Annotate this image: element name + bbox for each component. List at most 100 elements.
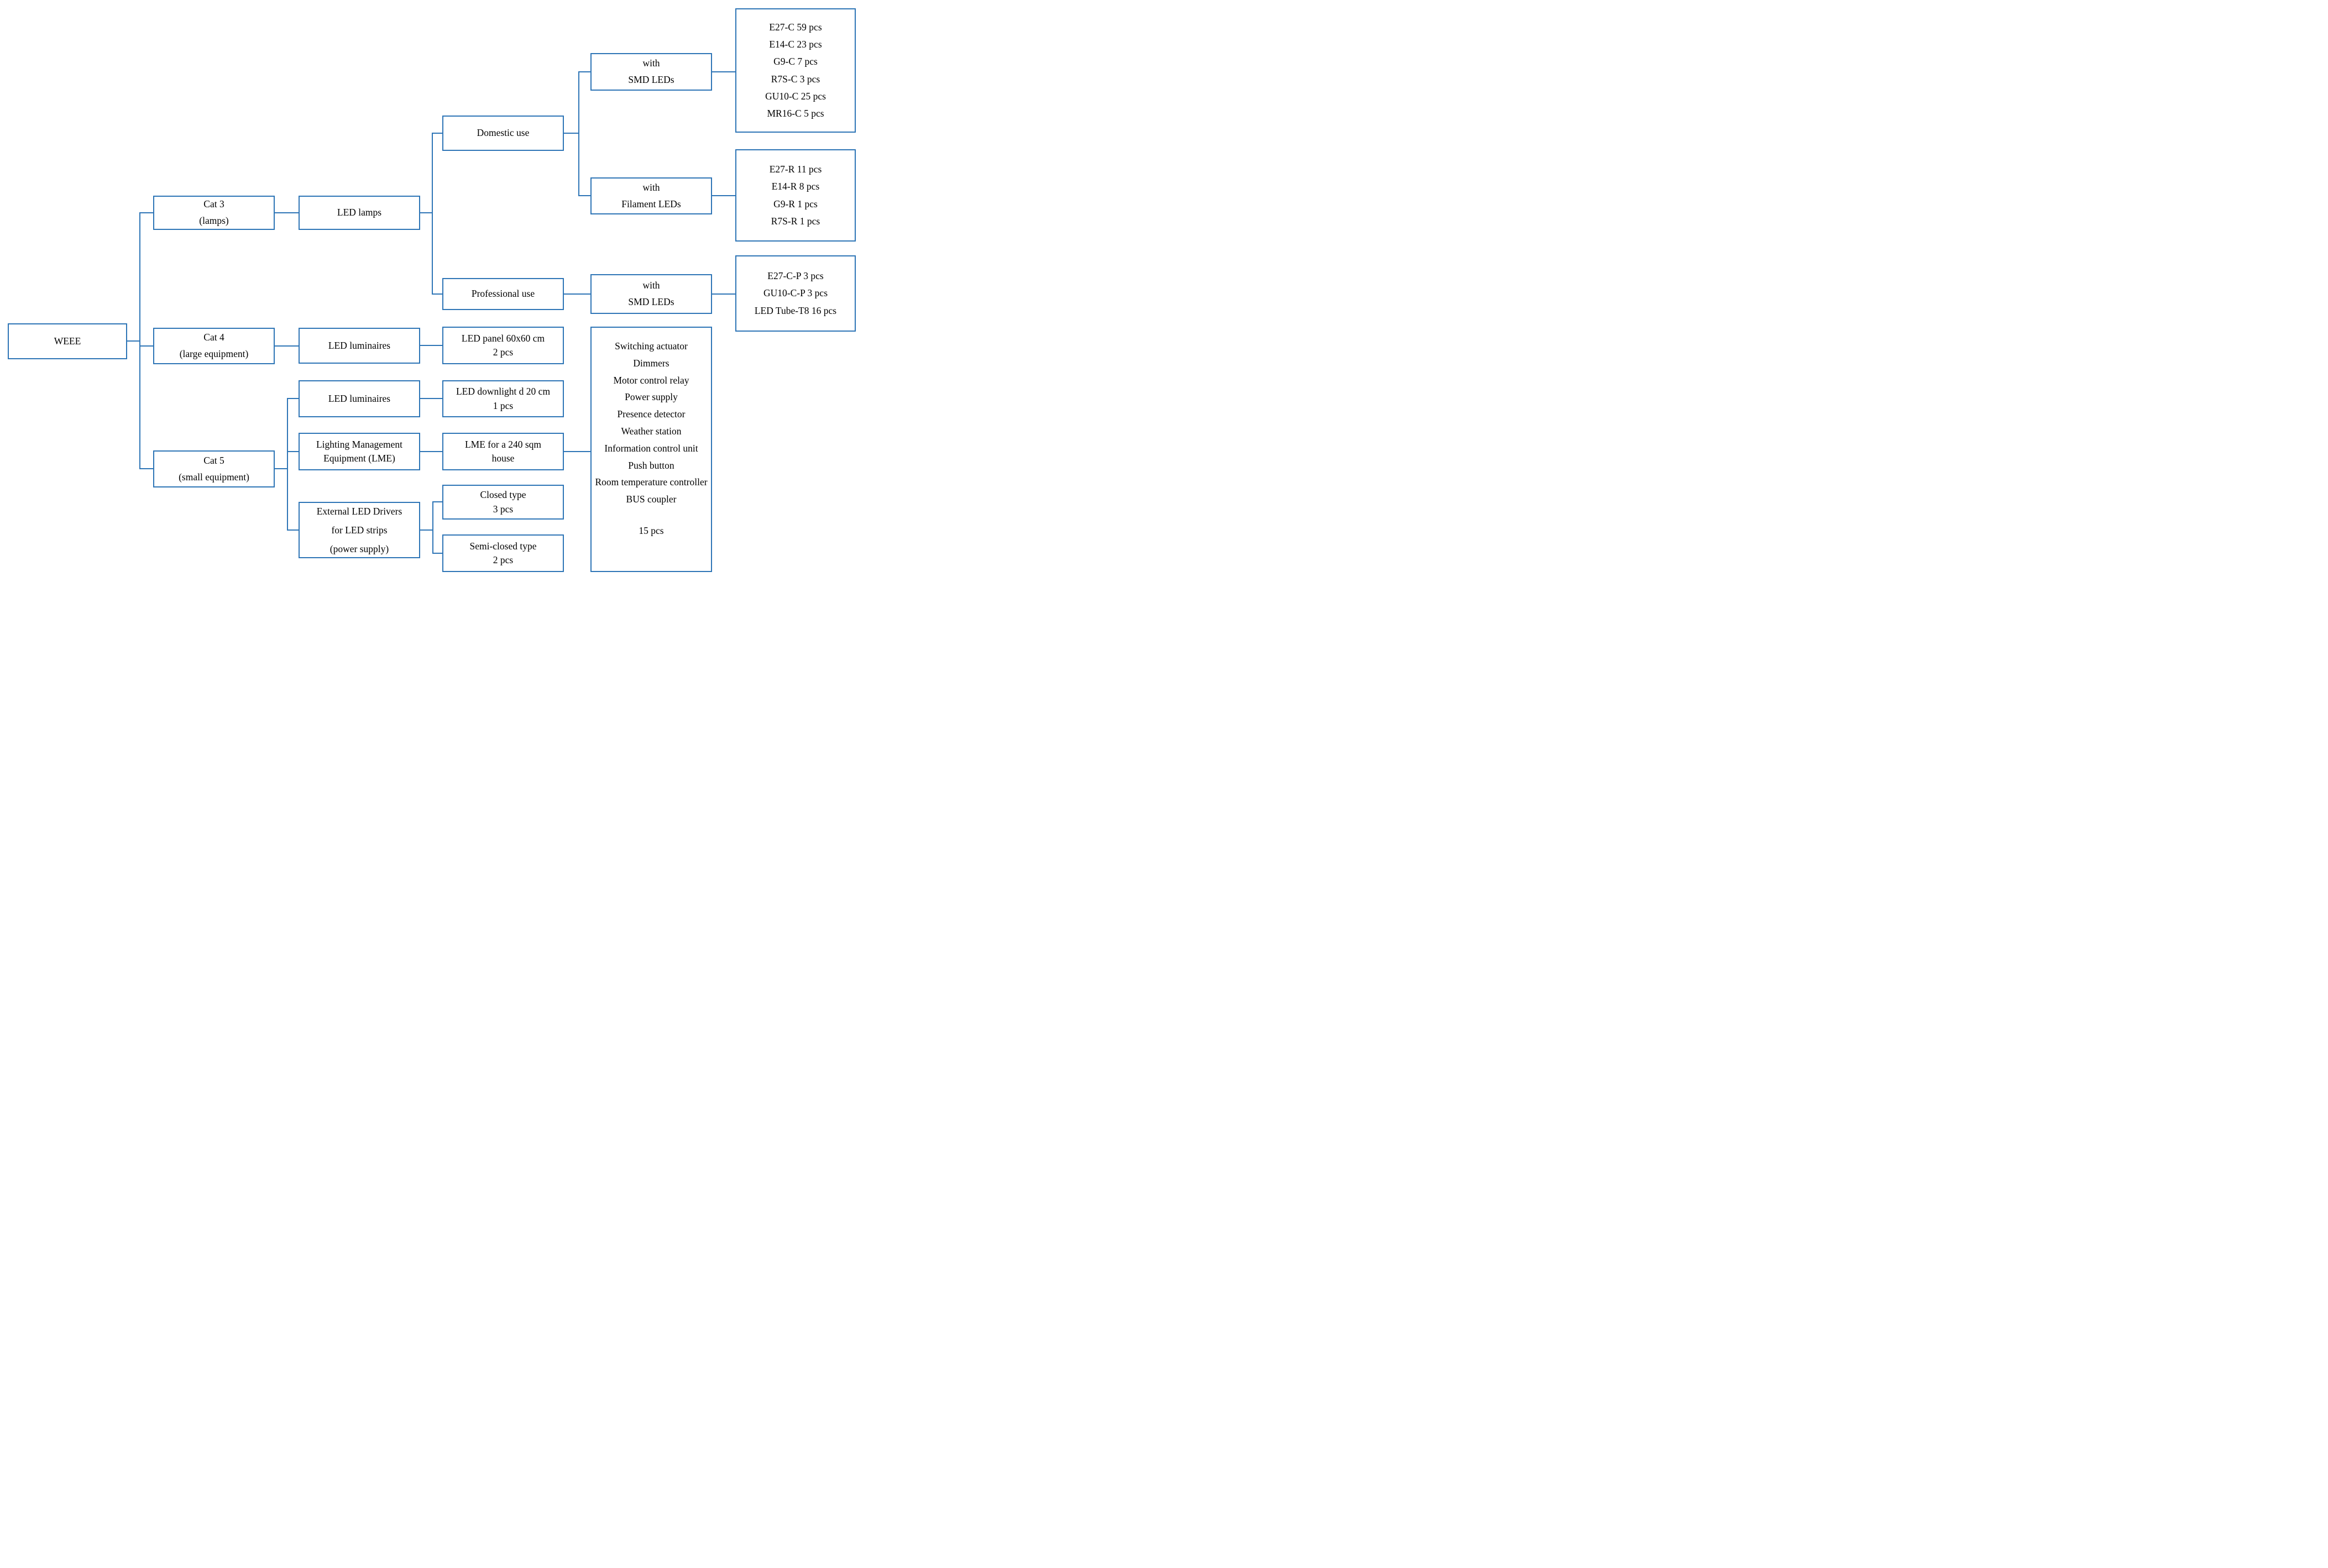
node-sublabel: Filament LEDs: [621, 198, 681, 209]
list-line: Power supply: [625, 391, 678, 403]
connector-trunk5: [432, 501, 433, 554]
list-line: Information control unit: [604, 442, 698, 454]
list-line: Dimmers: [633, 357, 669, 369]
connector-trunk1-cat4: [139, 345, 153, 347]
node-label: LME for a 240 sqm: [464, 438, 542, 450]
node-sublabel: SMD LEDs: [628, 296, 674, 307]
node-domestic-use: Domestic use: [442, 116, 564, 151]
connector-lmehouse-components: [564, 451, 590, 452]
list-line: Presence detector: [617, 408, 686, 420]
list-line: E14-C 23 pcs: [769, 39, 822, 50]
list-line: Switching actuator: [615, 340, 688, 352]
node-lme-house: LME for a 240 sqm house: [442, 433, 564, 470]
node-label: LED lamps: [337, 207, 382, 218]
list-line: LED Tube-T8 16 pcs: [754, 305, 837, 316]
node-sublabel: Equipment (LME): [323, 453, 395, 464]
lme-components-count: 15 pcs: [639, 525, 664, 536]
node-label: with: [642, 57, 660, 69]
node-label: Domestic use: [477, 127, 530, 139]
node-sublabel: (small equipment): [179, 471, 249, 483]
connector-filament-e27r-list: [712, 195, 735, 196]
connector-lme-lmehouse: [420, 451, 442, 452]
node-label: Cat 3: [203, 198, 224, 210]
node-sublabel: SMD LEDs: [628, 74, 674, 85]
node-sublabel: house: [491, 453, 515, 464]
node-label: Semi-closed type: [469, 540, 537, 552]
list-line: R7S-C 3 pcs: [771, 73, 820, 85]
connector-trunk1-cat5: [139, 468, 153, 469]
connector-trunk3: [578, 71, 579, 196]
node-professional-use: Professional use: [442, 278, 564, 310]
node-label: Closed type: [480, 489, 526, 501]
node-led-panel: LED panel 60x60 cm 2 pcs: [442, 327, 564, 364]
node-label: with: [642, 280, 660, 291]
list-line: Motor control relay: [613, 374, 689, 386]
list-line: E27-R 11 pcs: [769, 164, 822, 175]
node-count: 1 pcs: [493, 400, 514, 411]
list-line: Room temperature controller: [595, 476, 708, 488]
connector-cat3-ledlamps: [275, 212, 299, 213]
connector-trunk1-cat3: [139, 212, 153, 213]
connector-trunk1: [139, 212, 140, 469]
connector-weee-trunk1: [127, 340, 140, 342]
list-line: E14-R 8 pcs: [771, 181, 820, 192]
node-count: 2 pcs: [493, 347, 514, 358]
node-sublabel2: (power supply): [329, 543, 389, 555]
node-lighting-management-equipment: Lighting Management Equipment (LME): [299, 433, 420, 470]
list-line: E27-C 59 pcs: [769, 22, 822, 33]
weee-flowchart: WEEE Cat 3 (lamps) LED lamps Domestic us…: [0, 0, 858, 578]
connector-ledlamps-trunk2: [420, 212, 433, 213]
node-weee: WEEE: [8, 323, 127, 359]
connector-trunk3-smd: [578, 71, 590, 72]
node-led-lamps: LED lamps: [299, 196, 420, 230]
node-label: Lighting Management: [316, 438, 402, 450]
node-label: LED downlight d 20 cm: [456, 386, 551, 397]
connector-trunk4-lme: [287, 451, 299, 452]
node-sublabel: for LED strips: [331, 524, 388, 536]
connector-smd-e27c-list: [712, 71, 735, 72]
node-led-luminaires-cat4: LED luminaires: [299, 328, 420, 364]
list-line: GU10-C 25 pcs: [765, 90, 826, 102]
list-line: GU10-C-P 3 pcs: [763, 287, 828, 299]
connector-trunk4-extdrivers: [287, 529, 299, 531]
node-label: External LED Drivers: [316, 505, 402, 517]
connector-trunk4-luminaires: [287, 398, 299, 399]
list-line: BUS coupler: [626, 494, 677, 505]
connector-domestic-trunk3: [564, 133, 579, 134]
node-sublabel: (large equipment): [179, 348, 249, 359]
node-count: 2 pcs: [493, 554, 514, 565]
node-external-led-drivers: External LED Drivers for LED strips (pow…: [299, 502, 420, 558]
connector-luminaires-downlight: [420, 398, 442, 399]
node-label: Cat 4: [203, 332, 224, 343]
connector-extdrivers-trunk5: [420, 529, 433, 531]
node-count: 3 pcs: [493, 503, 514, 515]
connector-luminaires-panel: [420, 345, 442, 346]
node-sublabel: (lamps): [199, 215, 229, 226]
node-led-downlight: LED downlight d 20 cm 1 pcs: [442, 380, 564, 417]
connector-professional-smd: [564, 293, 590, 295]
list-line: G9-C 7 pcs: [773, 56, 818, 67]
connector-trunk2-domestic: [432, 133, 442, 134]
connector-trunk2: [432, 133, 433, 295]
node-led-luminaires-cat5: LED luminaires: [299, 380, 420, 417]
connector-cat4-luminaires: [275, 345, 299, 347]
connector-cat5-trunk4: [275, 468, 288, 469]
node-domestic-smd-leds: with SMD LEDs: [590, 53, 712, 91]
node-label: LED luminaires: [328, 392, 391, 404]
node-cat4-large-equipment: Cat 4 (large equipment): [153, 328, 275, 364]
connector-trunk5-closed: [432, 501, 442, 502]
connector-trunk3-filament: [578, 195, 590, 196]
node-cat5-small-equipment: Cat 5 (small equipment): [153, 450, 275, 487]
node-label: LED luminaires: [328, 339, 391, 351]
list-line: Weather station: [621, 425, 682, 437]
node-semi-closed-type: Semi-closed type 2 pcs: [442, 534, 564, 572]
node-label: LED panel 60x60 cm: [461, 332, 545, 344]
list-line: Push button: [628, 459, 674, 471]
connector-trunk5-semiclosed: [432, 553, 442, 554]
list-line: R7S-R 1 pcs: [771, 215, 820, 227]
node-label: with: [642, 181, 660, 193]
